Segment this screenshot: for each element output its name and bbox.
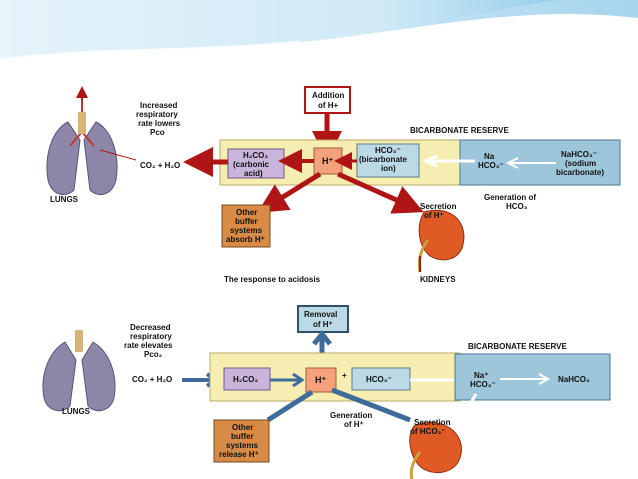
caption: The response to acidosis bbox=[224, 275, 321, 284]
secretion-label-1: Secretion bbox=[420, 202, 457, 211]
h2co3-desc-1: (carbonic bbox=[233, 160, 270, 169]
addition-label-1: Addition bbox=[312, 91, 345, 100]
generation-arrow bbox=[468, 185, 490, 213]
h2co3-desc-2: acid) bbox=[244, 169, 263, 178]
h-ion-box-bottom bbox=[305, 367, 337, 393]
header-wave bbox=[0, 0, 638, 62]
lungs-label-bottom: LUNGS bbox=[62, 407, 91, 416]
buffer-to-h-arrow bbox=[266, 389, 314, 423]
secretion-label-1-bottom: Secretion bbox=[414, 418, 451, 427]
co2-h2o-reaction: CO₂ + H₂O bbox=[140, 161, 180, 170]
hco3-desc-1: (bicarbonate bbox=[359, 155, 408, 164]
lung-pointer-line bbox=[99, 149, 137, 161]
generation-label-2-bottom: of H⁺ bbox=[344, 420, 364, 429]
lungs-note-line-2: respiratory bbox=[136, 110, 178, 119]
generation-label-2: HCO₃ bbox=[506, 202, 528, 211]
na-label-1-bottom: Na⁺ bbox=[474, 371, 488, 380]
na-label-1: Na bbox=[484, 152, 495, 161]
buffer-label-4-bottom: release H⁺ bbox=[219, 450, 259, 459]
removal-box bbox=[297, 305, 349, 333]
na-to-nahco3-arrow bbox=[500, 373, 551, 385]
secretion-label-2-bottom: of HCO₃⁻ bbox=[410, 427, 445, 436]
lungs-note-line-4: Pco bbox=[150, 128, 165, 137]
removal-label-2: of H⁺ bbox=[313, 320, 333, 329]
na-label-2-bottom: HCO₃⁻ bbox=[470, 380, 496, 389]
h2co3-label-bottom: H₂CO₃ bbox=[233, 375, 258, 384]
h2co3-box bbox=[227, 148, 285, 179]
to-kidney-arrow bbox=[336, 171, 424, 214]
lungs-note-line-2-bottom: respiratory bbox=[130, 332, 172, 341]
hco3-label-bottom: HCO₃⁻ bbox=[366, 375, 392, 384]
buffer-label-3: systems bbox=[230, 226, 263, 235]
plus-sign-bottom: + bbox=[342, 371, 347, 380]
buffer-box-bottom bbox=[213, 419, 270, 463]
buffer-label-1: Other bbox=[236, 208, 257, 217]
lungs-note-line-1-bottom: Decreased bbox=[130, 323, 171, 332]
lungs-label: LUNGS bbox=[50, 195, 79, 204]
nahco3-desc-1: (sodium bbox=[565, 159, 596, 168]
hco3-box bbox=[356, 143, 420, 178]
buffer-label-1-bottom: Other bbox=[232, 423, 253, 432]
generation-label-1: Generation of bbox=[484, 193, 536, 202]
kidneys-label: KIDNEYS bbox=[420, 275, 456, 284]
lungs-illustration bbox=[46, 100, 118, 196]
buffer-label-4: absorb H⁺ bbox=[226, 235, 265, 244]
hco3-desc-2: ion) bbox=[381, 164, 396, 173]
secretion-label-2: of H⁺ bbox=[424, 211, 444, 220]
reserve-title-bottom: BICARBONATE RESERVE bbox=[468, 342, 567, 351]
co2-h2o-reaction-bottom: CO₂ + H₂O bbox=[132, 375, 172, 384]
h-ion-label: H⁺ bbox=[322, 156, 333, 166]
h-ion-label-bottom: H⁺ bbox=[315, 375, 326, 385]
kidney-illustration bbox=[417, 209, 465, 273]
buffer-label-2-bottom: buffer bbox=[231, 432, 254, 441]
buffer-label-2: buffer bbox=[235, 217, 258, 226]
lungs-note-line-1: Increased bbox=[140, 101, 177, 110]
nahco3-to-na-arrow bbox=[505, 157, 556, 169]
buffer-box bbox=[221, 204, 271, 248]
reserve-box-bottom bbox=[454, 353, 611, 401]
lungs-illustration-bottom bbox=[42, 330, 116, 412]
removal-label-1: Removal bbox=[304, 310, 337, 319]
secretion-arrow bbox=[460, 393, 478, 419]
to-buffer-arrow bbox=[257, 171, 322, 213]
kidney-illustration-bottom bbox=[409, 421, 462, 479]
h2co3-label: H₂CO₃ bbox=[243, 151, 268, 160]
reserve-title: BICARBONATE RESERVE bbox=[410, 126, 509, 135]
lungs-note-line-3: rate lowers bbox=[138, 119, 181, 128]
h2co3-to-h-arrow bbox=[270, 372, 305, 388]
generation-h-arrow bbox=[331, 387, 411, 423]
na-to-hco3-arrow bbox=[422, 154, 475, 168]
hco3-label: HCO₃⁻ bbox=[375, 146, 401, 155]
nahco3-desc-2: bicarbonate) bbox=[556, 168, 604, 177]
addition-label-2: of H+ bbox=[318, 101, 339, 110]
generation-label-1-bottom: Generation bbox=[330, 411, 372, 420]
na-label-2: HCO₃⁻ bbox=[478, 161, 504, 170]
nahco3-label-bottom: NaHCO₃ bbox=[558, 375, 590, 384]
lungs-note-line-3-bottom: rate elevates bbox=[124, 341, 173, 350]
buffer-label-3-bottom: systems bbox=[226, 441, 259, 450]
lungs-note-line-4-bottom: Pco₂ bbox=[144, 350, 163, 359]
nahco3-label: NaHCO₃⁻ bbox=[561, 150, 597, 159]
